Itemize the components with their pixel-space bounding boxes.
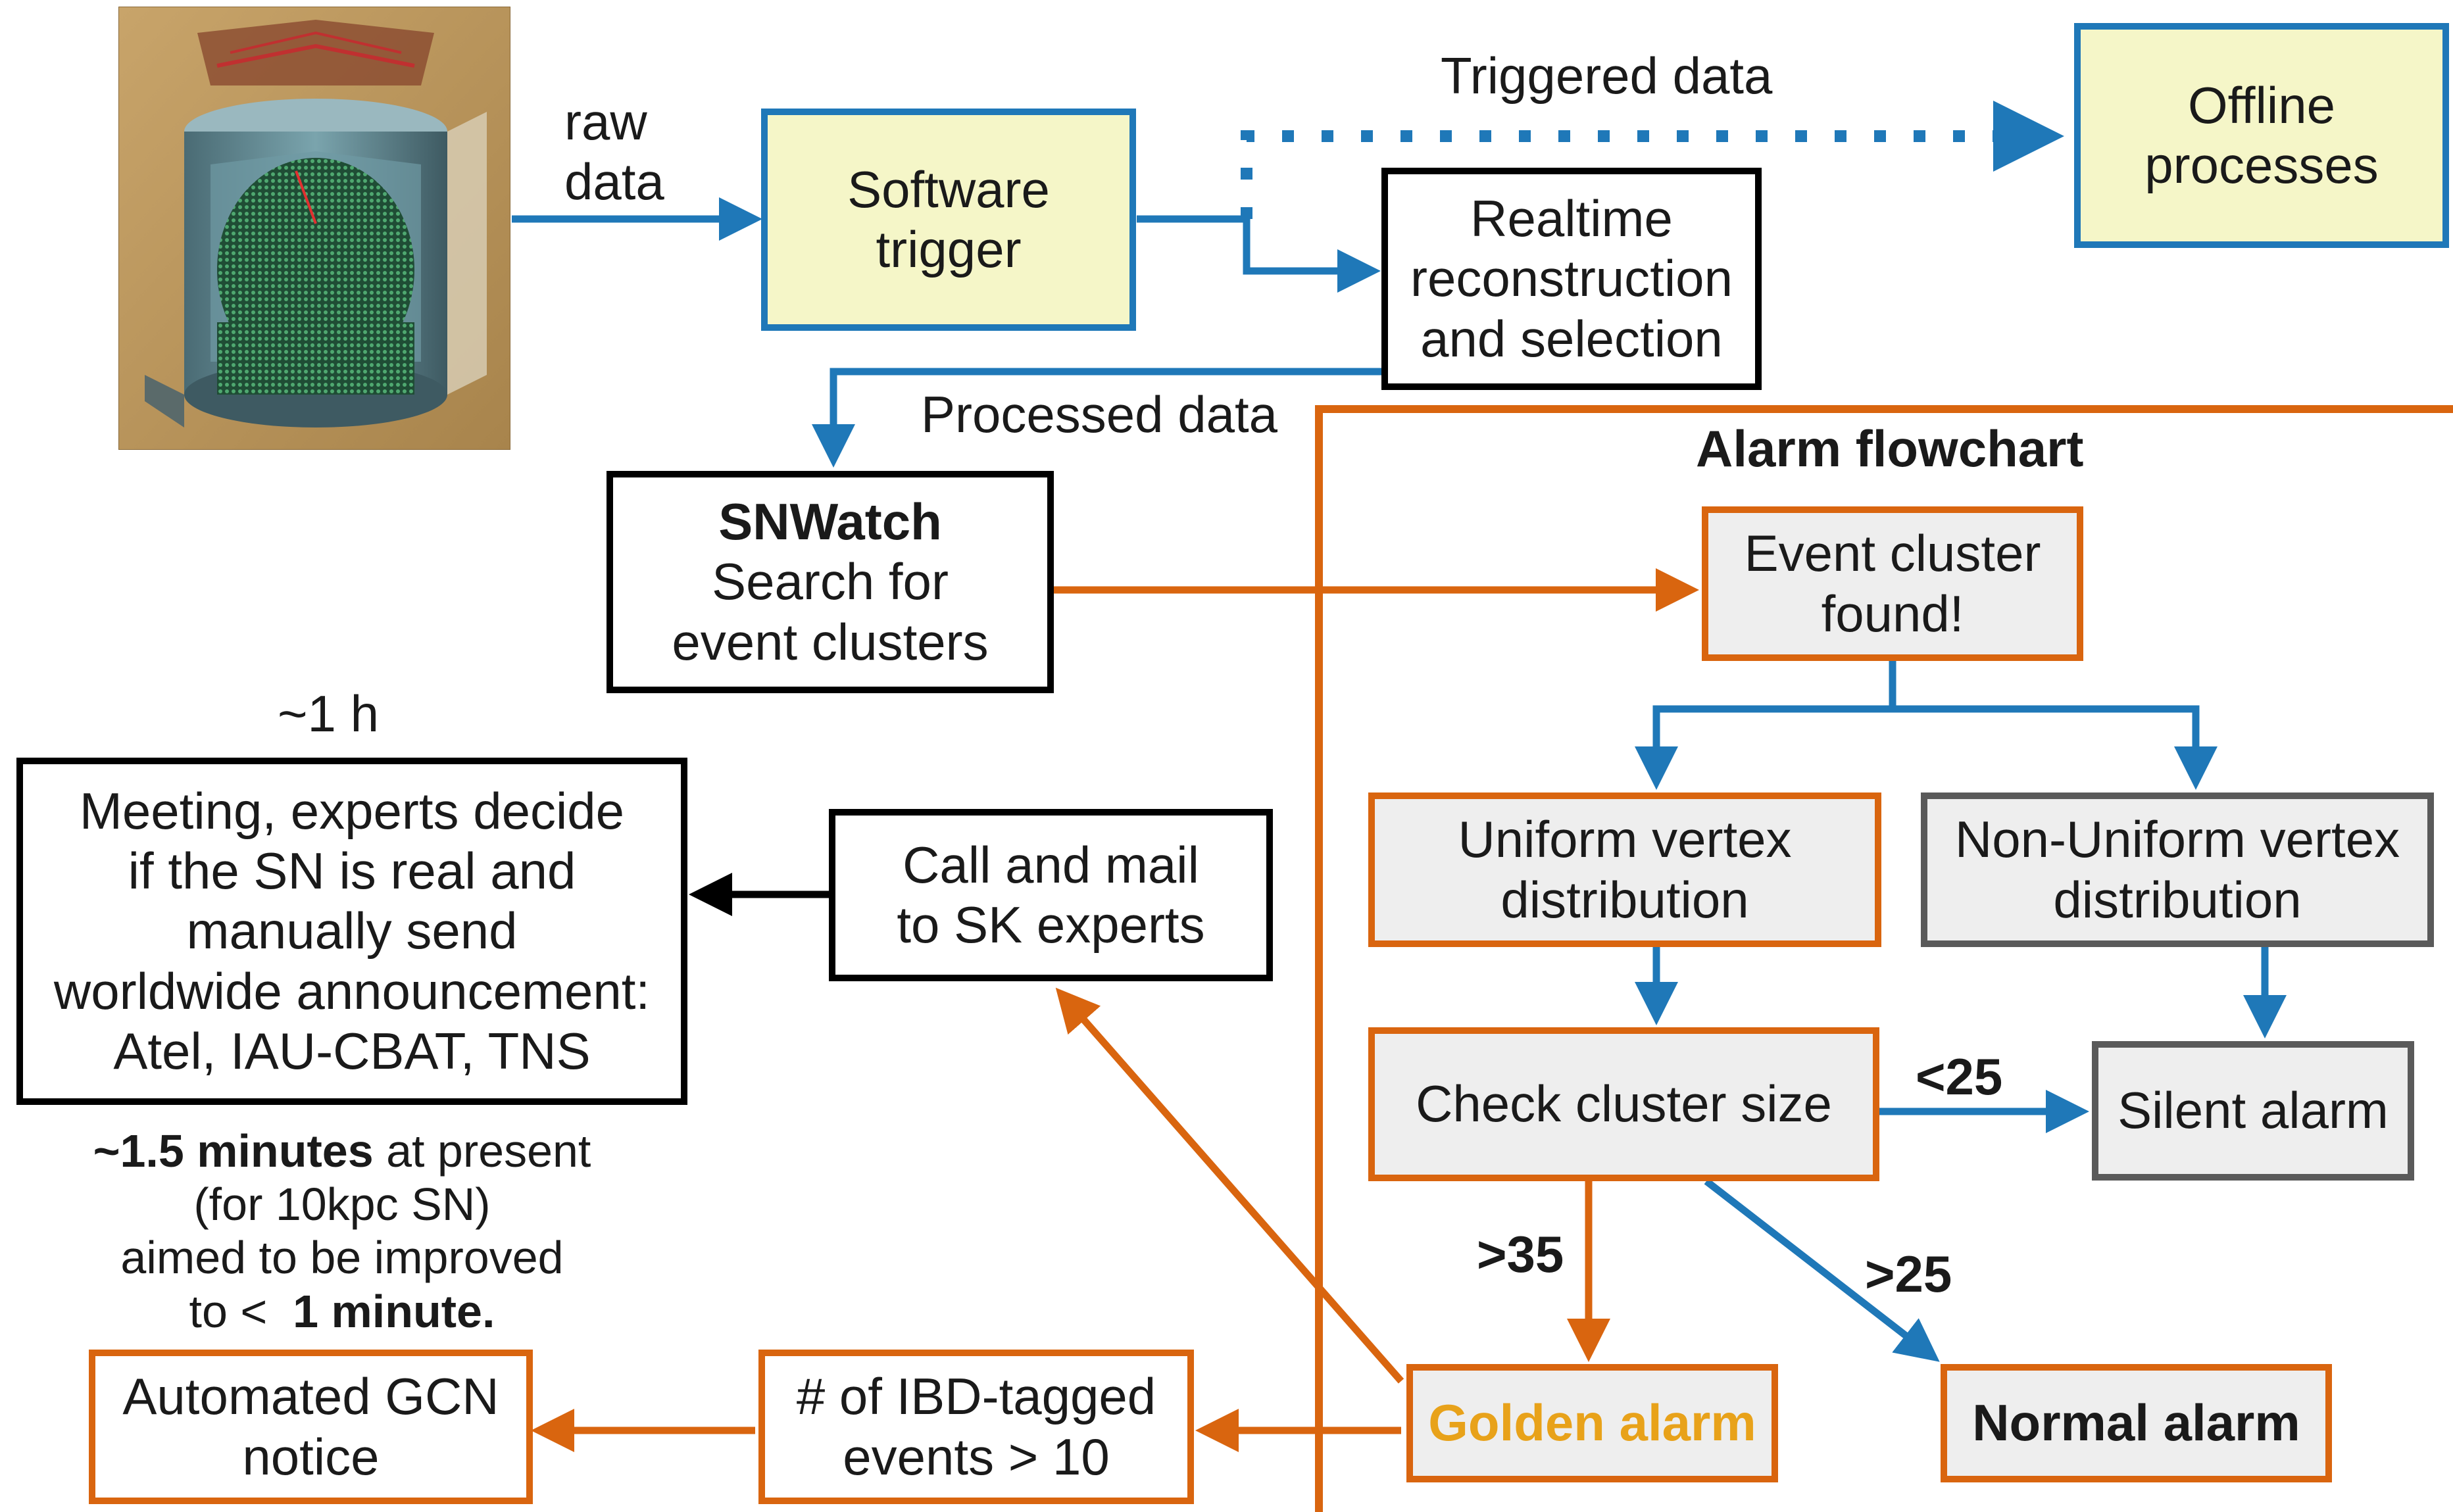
arrow-golden-to-call [1055, 987, 1404, 1384]
realtime-reconstruction-box: Realtime reconstruction and selection [1381, 168, 1762, 390]
gcn-notice-box: Automated GCN notice [89, 1350, 533, 1504]
normal-alarm-box: Normal alarm [1941, 1364, 2332, 1482]
uniform-vertex-box: Uniform vertex distribution [1368, 793, 1881, 947]
arrow-cluster-split [1635, 661, 1896, 790]
arrow-realtime-to-snwatch [812, 368, 1381, 468]
raw-data-label: raw data [564, 93, 664, 211]
timing-note-line2: (for 10kpc SN) [193, 1179, 491, 1231]
lt25-label: <25 [1916, 1048, 2003, 1106]
triggered-data-label: Triggered data [1441, 47, 1773, 105]
arrow-cluster-to-nonuniform [1893, 705, 2218, 790]
golden-alarm-box: Golden alarm [1406, 1364, 1778, 1482]
timing-note: ~1.5 minutes at present (for 10kpc SN) a… [26, 1125, 658, 1338]
timing-note-line4: to < 1 minute. [189, 1285, 495, 1337]
snwatch-box: SNWatch Search for event clusters [607, 471, 1054, 693]
silent-alarm-box: Silent alarm [2092, 1041, 2414, 1181]
non-uniform-vertex-box: Non-Uniform vertex distribution [1921, 793, 2434, 947]
call-and-mail-box: Call and mail to SK experts [829, 809, 1273, 981]
processed-data-label: Processed data [921, 385, 1278, 443]
software-trigger-box: Software trigger [761, 109, 1136, 331]
alarm-region-border [1315, 405, 2453, 1512]
one-hour-label: ~1 h [278, 685, 379, 743]
timing-note-line1: ~1.5 minutes at present [93, 1125, 591, 1177]
event-cluster-box: Event cluster found! [1702, 506, 2083, 661]
offline-processes-box: Offline processes [2074, 23, 2449, 248]
arrow-trigger-to-realtime [1137, 215, 1381, 293]
timing-note-line3: aimed to be improved [120, 1232, 564, 1284]
gt25-label: >25 [1865, 1245, 1952, 1303]
gt35-label: >35 [1477, 1225, 1564, 1283]
arrow-check-to-normal [1704, 1178, 1940, 1362]
super-kamiokande-detector-illustration [118, 7, 510, 450]
meeting-box: Meeting, experts decide if the SN is rea… [16, 758, 687, 1105]
ibd-tagged-box: # of IBD-tagged events > 10 [758, 1350, 1194, 1504]
alarm-flowchart-title: Alarm flowchart [1696, 420, 2084, 477]
arrow-triggered-to-offline [1241, 101, 2064, 219]
check-cluster-size-box: Check cluster size [1368, 1027, 1879, 1181]
